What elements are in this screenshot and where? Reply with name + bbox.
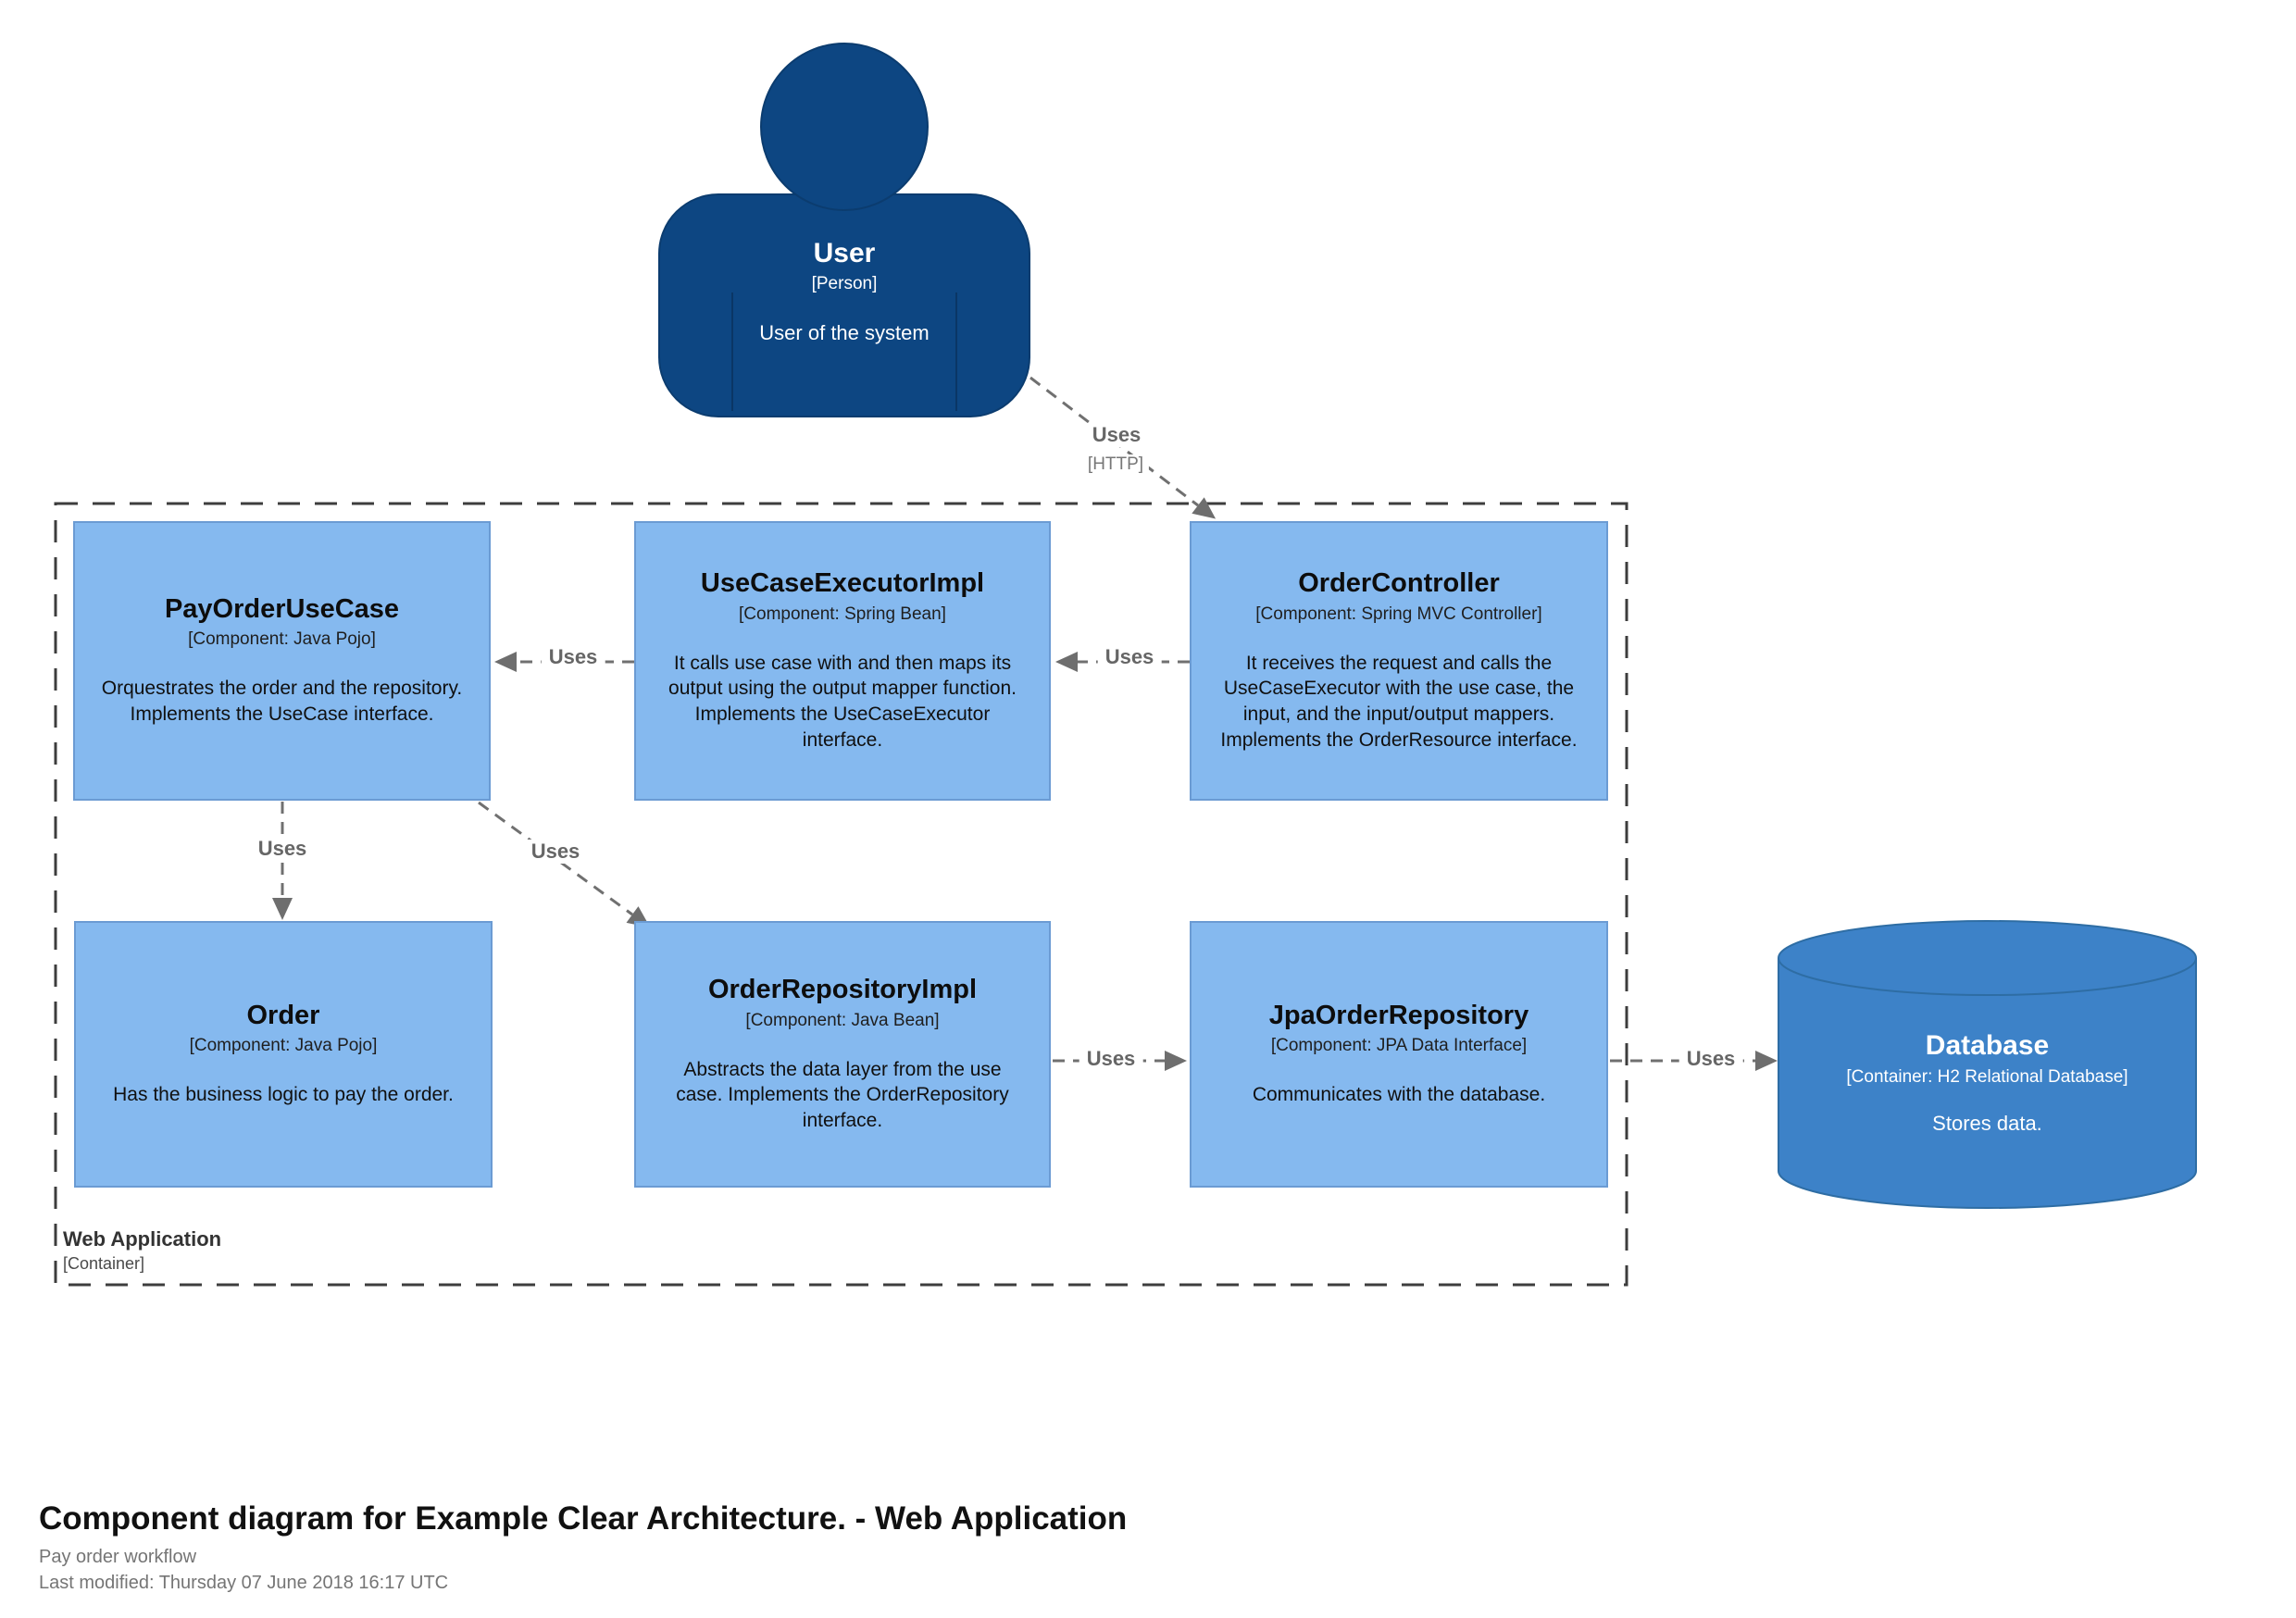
- database-cylinder-body: [1778, 958, 2197, 1209]
- database-description: Stores data.: [1932, 1112, 2042, 1135]
- component-type: [Component: Java Bean]: [745, 1010, 940, 1030]
- component-type: [Component: Spring MVC Controller]: [1255, 604, 1542, 624]
- web-application-boundary: [54, 502, 1628, 1287]
- relationship-label-user-ordercontroller: Uses: [1084, 423, 1149, 448]
- component-type: [Component: JPA Data Interface]: [1270, 1036, 1528, 1056]
- component-name: Order: [246, 1000, 320, 1030]
- component-name: UseCaseExecutorImpl: [700, 568, 985, 599]
- person-description: User of the system: [759, 321, 930, 344]
- component-description: It calls use case with and then maps its…: [668, 652, 1017, 751]
- person-type: [Person]: [811, 274, 878, 293]
- component-description: Abstracts the data layer from the use ca…: [676, 1058, 1009, 1132]
- database-cylinder-top: [1778, 920, 2197, 996]
- component-description: Orquestrates the order and the repositor…: [101, 678, 463, 726]
- relationship-label-usecaseexecutorimpl-payorderusecase: Uses: [541, 645, 605, 670]
- component-type: [Component: Java Pojo]: [189, 1036, 378, 1056]
- person-name: User: [813, 238, 876, 268]
- component-name: PayOrderUseCase: [164, 594, 400, 625]
- diagram-last-modified: Last modified: Thursday 07 June 2018 16:…: [39, 1573, 449, 1593]
- person-head: [760, 43, 929, 211]
- component-type: [Component: Spring Bean]: [739, 604, 946, 624]
- relationship-label-payorderusecase-order: Uses: [250, 837, 315, 862]
- component-jpaorderrepository: JpaOrderRepository [Component: JPA Data …: [1190, 921, 1608, 1188]
- component-type: [Component: Java Pojo]: [188, 629, 376, 650]
- relationship-label-orderrepositoryimpl-jpaorderrepository: Uses: [1079, 1047, 1143, 1072]
- relationship-label-jpaorderrepository-database: Uses: [1678, 1047, 1743, 1072]
- diagram-title: Component diagram for Example Clear Arch…: [39, 1500, 1128, 1537]
- person-user: User [Person] User of the system: [659, 237, 1029, 345]
- component-ordercontroller: OrderController [Component: Spring MVC C…: [1190, 521, 1608, 801]
- component-order: Order [Component: Java Pojo] Has the bus…: [74, 921, 493, 1188]
- component-name: OrderController: [1298, 568, 1500, 599]
- component-orderrepositoryimpl: OrderRepositoryImpl [Component: Java Bea…: [634, 921, 1051, 1188]
- component-payorderusecase: PayOrderUseCase [Component: Java Pojo] O…: [73, 521, 491, 801]
- boundary-type: [Container]: [63, 1254, 145, 1274]
- component-usecaseexecutorimpl: UseCaseExecutorImpl [Component: Spring B…: [634, 521, 1051, 801]
- component-description: It receives the request and calls the Us…: [1220, 652, 1578, 751]
- relationship-label-payorderusecase-orderrepositoryimpl: Uses: [523, 840, 588, 865]
- component-description: Communicates with the database.: [1252, 1084, 1546, 1106]
- database-name: Database: [1925, 1030, 2050, 1061]
- component-description: Has the business logic to pay the order.: [113, 1084, 454, 1106]
- relationship-technology-user-ordercontroller: [HTTP]: [1081, 454, 1150, 476]
- diagram-subtitle: Pay order workflow: [39, 1547, 197, 1567]
- database-cylinder: [1778, 920, 2197, 1209]
- relationship-label-ordercontroller-usecaseexecutorimpl: Uses: [1097, 645, 1162, 670]
- container-database: Database [Container: H2 Relational Datab…: [1778, 1029, 2196, 1136]
- component-name: OrderRepositoryImpl: [707, 975, 978, 1005]
- relationship-line-payorderusecase-orderrepositoryimpl: [478, 801, 651, 928]
- web-application-boundary-label: Web Application [Container]: [63, 1227, 221, 1274]
- component-name: JpaOrderRepository: [1268, 1000, 1529, 1030]
- database-type: [Container: H2 Relational Database]: [1846, 1067, 2128, 1087]
- person-shape: [658, 43, 1030, 417]
- boundary-name: Web Application: [63, 1227, 222, 1251]
